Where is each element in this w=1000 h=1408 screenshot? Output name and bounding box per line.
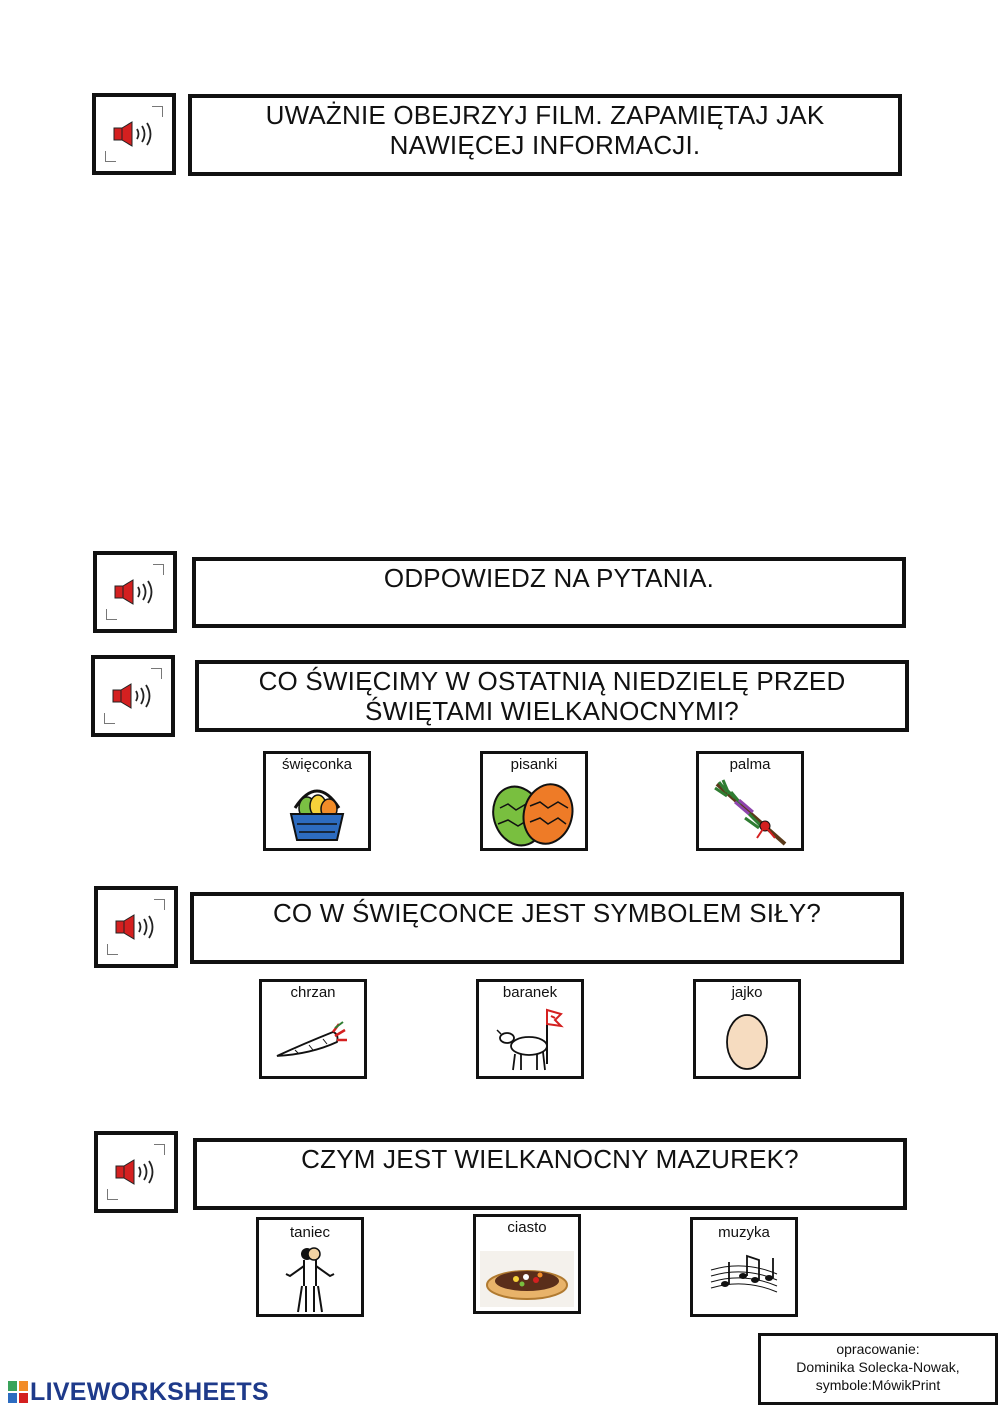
credit-box: opracowanie: Dominika Solecka-Nowak, sym… (758, 1333, 998, 1405)
option-label: święconka (281, 756, 353, 773)
live-badge-icon (8, 1381, 28, 1403)
option-label: muzyka (718, 1224, 770, 1241)
option-label: jajko (731, 984, 763, 1001)
question-1-line1: CO ŚWIĘCIMY W OSTATNIĄ NIEDZIELĘ PRZED (258, 666, 846, 696)
instruction-answer-box: ODPOWIEDZ NA PYTANIA. (192, 557, 906, 628)
option-swieconka[interactable]: święconka (263, 751, 371, 851)
credit-line2: Dominika Solecka-Nowak, (796, 1359, 960, 1375)
speaker-button-2[interactable] (93, 551, 177, 633)
question-2-box: CO W ŚWIĘCONCE JEST SYMBOLEM SIŁY? (190, 892, 904, 964)
option-muzyka[interactable]: muzyka (690, 1217, 798, 1317)
speaker-button-q3[interactable] (94, 1131, 178, 1213)
question-1-line2: ŚWIĘTAMI WIELKANOCNYMI? (365, 696, 739, 726)
palm-icon (714, 779, 787, 846)
option-taniec[interactable]: taniec (256, 1217, 364, 1317)
dancers-icon (285, 1247, 335, 1313)
speaker-icon (115, 1159, 154, 1185)
cake-icon (480, 1251, 574, 1307)
credit-line3: symbole:MówikPrint (815, 1377, 941, 1393)
speaker-icon (112, 683, 151, 709)
eggs-icon (492, 783, 574, 847)
instruction-watch-line2: NAWIĘCEJ INFORMACJI. (389, 130, 701, 160)
speaker-icon (114, 579, 153, 605)
music-notes-icon (710, 1254, 778, 1293)
lamb-icon (496, 1008, 564, 1071)
brand-logo: LIVEWORKSHEETS (8, 1376, 269, 1408)
credit-line1: opracowanie: (836, 1341, 920, 1357)
option-label: palma (729, 756, 771, 773)
horseradish-icon (276, 1021, 347, 1057)
speaker-icon (113, 121, 152, 147)
brand-name: LIVEWORKSHEETS (30, 1377, 269, 1406)
egg-icon (726, 1014, 768, 1070)
option-label: baranek (502, 984, 558, 1001)
question-2-line1: CO W ŚWIĘCONCE JEST SYMBOLEM SIŁY? (272, 898, 822, 928)
option-baranek[interactable]: baranek (476, 979, 584, 1079)
speaker-icon (115, 914, 154, 940)
speaker-button-q1[interactable] (91, 655, 175, 737)
option-jajko[interactable]: jajko (693, 979, 801, 1079)
option-label: pisanki (510, 756, 558, 773)
question-3-line1: CZYM JEST WIELKANOCNY MAZUREK? (301, 1144, 799, 1174)
basket-icon (289, 789, 345, 841)
option-label: ciasto (507, 1219, 547, 1236)
option-label: chrzan (290, 984, 336, 1001)
option-ciasto[interactable]: ciasto (473, 1214, 581, 1314)
option-pisanki[interactable]: pisanki (480, 751, 588, 851)
option-palma[interactable]: palma (696, 751, 804, 851)
speaker-button-q2[interactable] (94, 886, 178, 968)
question-3-box: CZYM JEST WIELKANOCNY MAZUREK? (193, 1138, 907, 1210)
instruction-watch-line1: UWAŻNIE OBEJRZYJ FILM. ZAPAMIĘTAJ JAK (265, 100, 825, 130)
option-label: taniec (289, 1224, 331, 1241)
instruction-answer: ODPOWIEDZ NA PYTANIA. (383, 563, 715, 593)
question-1-box: CO ŚWIĘCIMY W OSTATNIĄ NIEDZIELĘ PRZED Ś… (195, 660, 909, 732)
option-chrzan[interactable]: chrzan (259, 979, 367, 1079)
speaker-button-1[interactable] (92, 93, 176, 175)
instruction-watch-box: UWAŻNIE OBEJRZYJ FILM. ZAPAMIĘTAJ JAK NA… (188, 94, 902, 176)
